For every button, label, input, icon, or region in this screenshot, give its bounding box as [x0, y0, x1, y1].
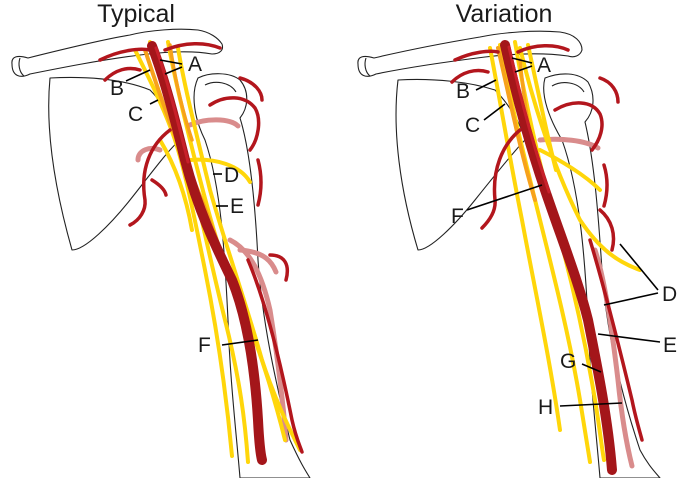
- nerve-yellow: [518, 46, 642, 272]
- leader-c: [149, 99, 159, 105]
- artery-highlight: [507, 45, 551, 194]
- labels-typical: A B C D E F: [110, 53, 244, 357]
- clavicle-end-line: [364, 57, 371, 77]
- leader-a: [159, 59, 183, 65]
- artery-branch: [602, 163, 609, 208]
- labels-variation: A B C D E F G H: [451, 54, 677, 419]
- artery-branch: [256, 158, 263, 207]
- artery-branch: [588, 238, 644, 442]
- label-e: E: [230, 195, 244, 218]
- nerve-yellow: [538, 148, 602, 192]
- leader-b: [125, 69, 151, 82]
- leader-lines-variation: [466, 57, 661, 407]
- axillary-brachial-artery: [147, 41, 267, 465]
- nerve-orange: [496, 46, 537, 202]
- artery-branch: [208, 96, 261, 152]
- label-d: D: [662, 283, 677, 306]
- artery-branch: [553, 101, 604, 152]
- humeral-head-line: [204, 81, 237, 93]
- artery-branch: [98, 47, 152, 62]
- pink-vessel: [237, 247, 279, 275]
- artery-branch: [453, 49, 500, 62]
- artery-branch: [163, 42, 222, 52]
- leader-f: [221, 339, 259, 346]
- artery-branch: [238, 76, 264, 102]
- artery-branch: [128, 128, 172, 227]
- nerve-yellow: [488, 46, 562, 432]
- label-a: A: [188, 53, 202, 76]
- nerve-yellow: [133, 48, 234, 458]
- neurovascular-bundle-variation: [450, 40, 644, 475]
- scapula: [48, 76, 181, 251]
- nerve-yellow: [176, 46, 302, 452]
- leader-a: [514, 65, 533, 73]
- artery-branch: [516, 44, 570, 54]
- leader-f: [466, 184, 543, 211]
- pink-vessel: [227, 237, 289, 443]
- artery-highlight: [154, 46, 190, 164]
- label-f: F: [198, 334, 211, 357]
- nerve-yellow: [158, 138, 194, 232]
- artery-branch: [103, 66, 142, 82]
- leader-h: [559, 402, 623, 407]
- panel-title-typical: Typical: [97, 0, 175, 28]
- leader-d: [619, 243, 659, 291]
- neurovascular-bundle-typical: [98, 40, 304, 465]
- nerve-yellow: [188, 157, 252, 184]
- axillary-brachial-artery: [500, 40, 617, 475]
- label-d: D: [224, 164, 239, 187]
- artery-branch: [450, 68, 490, 84]
- leader-g: [581, 363, 602, 373]
- panel-variation: Variation: [357, 0, 677, 478]
- leader-lines-typical: [125, 59, 259, 346]
- artery-branch: [150, 178, 168, 197]
- leader-e: [597, 333, 661, 343]
- humerus: [193, 73, 311, 478]
- scapula: [395, 78, 526, 251]
- artery-branch: [268, 253, 290, 282]
- nerve-orange: [168, 43, 194, 142]
- pink-vessel: [135, 145, 163, 163]
- panel-typical: Typical: [11, 0, 311, 478]
- artery-branch: [598, 208, 616, 252]
- panel-title-variation: Variation: [456, 0, 553, 28]
- label-g: G: [560, 350, 576, 373]
- leader-c: [483, 103, 506, 121]
- label-c: C: [128, 103, 143, 126]
- leader-a: [164, 66, 183, 75]
- humeral-head-line: [551, 82, 585, 93]
- artery-branch: [246, 258, 304, 454]
- artery-branch: [598, 76, 620, 104]
- label-f: F: [451, 205, 464, 228]
- clavicle-end-line: [18, 57, 25, 77]
- label-a: A: [537, 54, 551, 77]
- scapula-clavicle-humerus-typical: [11, 28, 311, 478]
- label-h: H: [538, 396, 553, 419]
- label-b: B: [456, 80, 470, 103]
- label-b: B: [110, 77, 124, 100]
- leader-d: [603, 292, 659, 306]
- label-c: C: [465, 114, 480, 137]
- leader-b: [475, 79, 497, 91]
- leader-a: [511, 57, 533, 64]
- label-e: E: [663, 334, 677, 357]
